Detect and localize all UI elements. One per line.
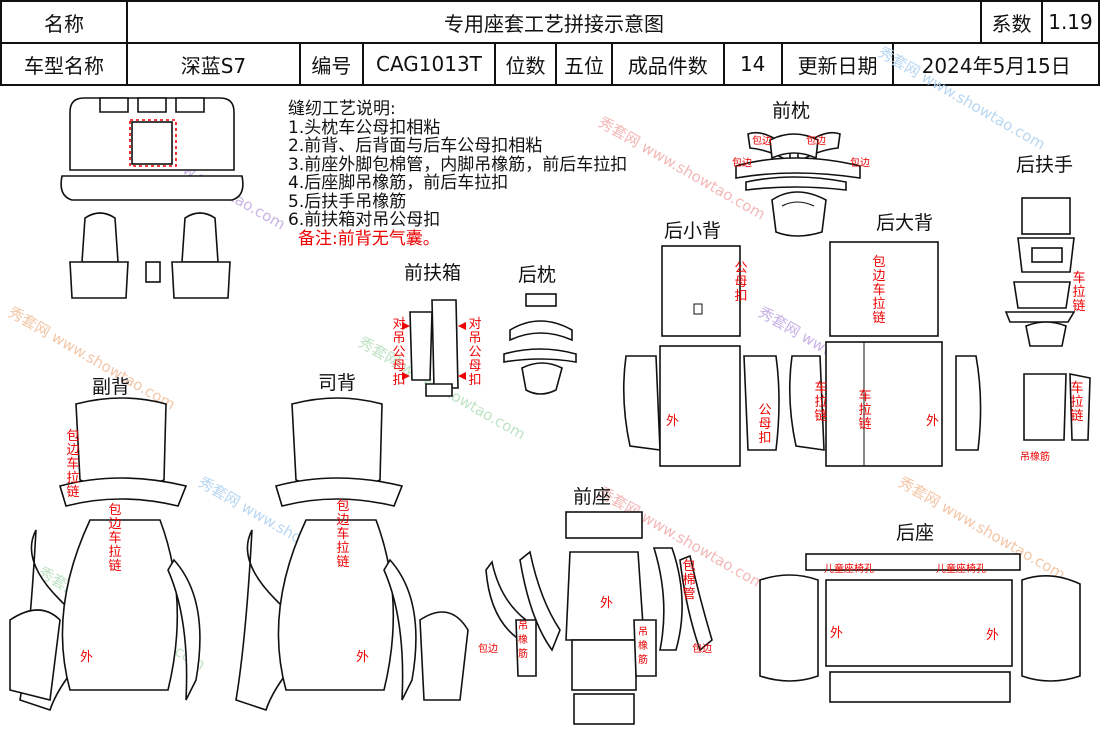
coef-label: 系数 [979,0,1043,44]
annotation-cotton-tube: 包棉管 [682,559,696,602]
annotation-zipper: 车拉链 [858,389,872,432]
notes-remark: 备注:前背无气囊。 [298,228,440,249]
seats-label: 位数 [494,42,557,86]
annotation-rubber-band: 吊橡筋 [638,627,648,666]
name-label: 名称 [0,0,129,44]
rear-seat-pieces [759,553,1081,703]
rear-armrest-pieces [1004,197,1091,441]
annotation-bind-edge: 包边 [692,644,712,655]
model-label: 车型名称 [0,42,129,86]
annotation-outer: 外 [666,414,680,429]
sewing-notes: 缝纫工艺说明: 1.头枕车公母扣相粘 2.前背、后背面与后车公母扣相粘 3.前座… [288,100,627,248]
passenger-back-pieces [9,397,201,712]
section-rear-seat: 后座 [896,522,935,544]
section-front-headrest: 前枕 [772,100,811,122]
annotation-zipper: 车拉链 [1070,381,1084,424]
model-value: 深蓝S7 [126,42,301,86]
annotation-outer: 外 [80,650,94,665]
section-driver-back: 司背 [318,372,357,394]
seat-overview-illustration [60,97,244,299]
pieces-label: 成品件数 [610,42,725,86]
rear-large-back-pieces [788,241,982,467]
front-armbox-pieces [402,299,466,397]
front-headrest-pieces [735,131,861,237]
annotation-zipper: 车拉链 [814,381,828,424]
note-item: 3.前座外脚包棉管，内脚吊橡筋，前后车拉扣 [288,154,628,175]
section-rear-small-back: 后小背 [664,220,722,242]
annotation-paired-buckle: 对吊公母扣 [392,317,406,388]
coef-value: 1.19 [1040,0,1100,44]
annotation-zipper: 包边车拉链 [872,255,886,326]
section-rear-armrest: 后扶手 [1016,154,1074,176]
annotation-zipper: 包边车拉链 [66,429,80,500]
notes-title: 缝纫工艺说明: [288,99,396,119]
annotation-outer: 外 [600,596,614,611]
annotation-buckle: 公母扣 [758,403,772,446]
driver-back-pieces [235,397,469,712]
annotation-zipper: 包边车拉链 [108,503,122,574]
front-seat-pieces [485,511,713,725]
note-item: 4.后座脚吊橡筋，前后车拉扣 [288,173,509,193]
annotation-child-seat-hole: 儿童座椅孔 [824,564,874,575]
annotation-bind-edge: 包边 [478,644,498,655]
annotation-bind-edge: 包边 [752,136,772,147]
annotation-rubber-band: 吊橡筋 [518,621,528,660]
date-label: 更新日期 [780,42,895,86]
rear-small-back-pieces [622,245,780,467]
annotation-buckle: 公母扣 [734,261,748,304]
annotation-outer: 外 [830,626,844,641]
annotation-outer: 外 [356,650,370,665]
section-front-seat: 前座 [573,486,612,508]
section-passenger-back: 副背 [92,376,131,398]
section-front-armbox: 前扶箱 [404,262,462,284]
header-table: 名称 专用座套工艺拼接示意图 系数 1.19 车型名称 深蓝S7 编号 CAG1… [0,0,1100,86]
code-label: 编号 [298,42,364,86]
date-value: 2024年5月15日 [892,42,1100,86]
annotation-zipper: 包边车拉链 [336,499,350,570]
annotation-child-seat-hole: 儿童座椅孔 [936,564,986,575]
seats-value: 五位 [555,42,613,86]
rear-headrest-pieces [503,293,577,395]
note-item: 6.前扶箱对吊公母扣 [288,210,441,230]
annotation-zipper: 车拉链 [1072,271,1086,314]
annotation-bind-edge: 包边 [806,136,826,147]
code-value: CAG1013T [361,42,497,86]
page-title: 专用座套工艺拼接示意图 [126,0,982,44]
annotation-outer: 外 [986,628,1000,643]
note-item: 2.前背、后背面与后车公母扣相粘 [288,136,543,156]
annotation-paired-buckle: 对吊公母扣 [468,317,482,388]
section-rear-large-back: 后大背 [876,212,934,234]
annotation-bind-edge: 包边 [850,158,870,169]
pieces-value: 14 [722,42,783,86]
section-rear-headrest: 后枕 [518,264,557,286]
note-item: 5.后扶手吊橡筋 [288,191,407,212]
annotation-outer: 外 [926,414,940,429]
annotation-rubber-band: 吊橡筋 [1020,452,1050,463]
annotation-bind-edge: 包边 [732,158,752,169]
note-item: 1.头枕车公母扣相粘 [288,117,441,138]
